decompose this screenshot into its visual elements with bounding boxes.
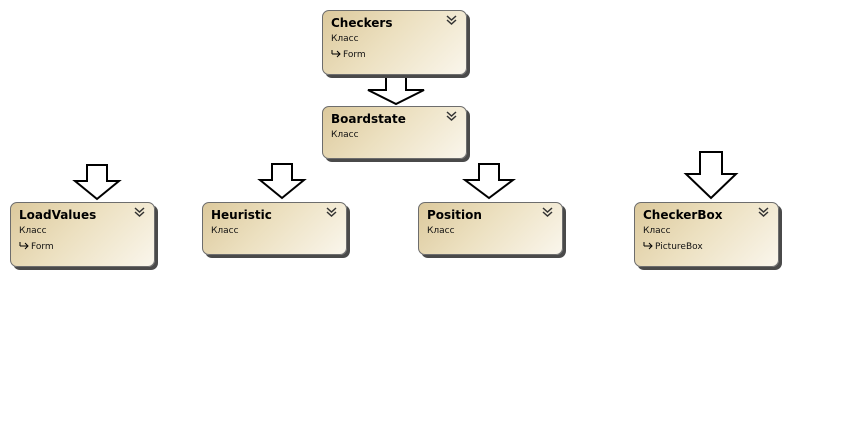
class-shape-heuristic[interactable]: Heuristic Класс: [202, 202, 347, 255]
class-name: Position: [427, 208, 482, 222]
class-name: CheckerBox: [643, 208, 723, 222]
base-class: Form: [19, 241, 54, 252]
collapse-chevron-icon[interactable]: [446, 14, 457, 26]
class-stereotype: Класс: [643, 226, 671, 236]
class-name: Boardstate: [331, 112, 406, 126]
class-shape-checkerbox[interactable]: CheckerBox Класс PictureBox: [634, 202, 779, 267]
class-name: Checkers: [331, 16, 393, 30]
class-stereotype: Класс: [427, 226, 455, 236]
class-shape-checkers[interactable]: Checkers Класс Form: [322, 10, 467, 75]
collapse-chevron-icon[interactable]: [134, 206, 145, 218]
arrow-heuristic: [257, 163, 307, 200]
collapse-chevron-icon[interactable]: [758, 206, 769, 218]
arrow-position: [462, 163, 516, 200]
class-stereotype: Класс: [331, 130, 359, 140]
class-stereotype: Класс: [211, 226, 239, 236]
arrow-checkerbox: [683, 151, 739, 200]
base-class-name: Form: [31, 242, 54, 252]
arrow-checkers-boardstate: [367, 76, 425, 106]
base-class-name: PictureBox: [655, 242, 703, 252]
class-shape-position[interactable]: Position Класс: [418, 202, 563, 255]
inheritance-arrow-icon: [643, 242, 653, 250]
class-shape-boardstate[interactable]: Boardstate Класс: [322, 106, 467, 159]
inheritance-arrow-icon: [331, 50, 341, 58]
arrow-loadvalues: [72, 164, 122, 201]
base-class: PictureBox: [643, 241, 703, 252]
base-class: Form: [331, 49, 366, 60]
class-name: LoadValues: [19, 208, 97, 222]
collapse-chevron-icon[interactable]: [326, 206, 337, 218]
class-shape-loadvalues[interactable]: LoadValues Класс Form: [10, 202, 155, 267]
base-class-name: Form: [343, 50, 366, 60]
class-stereotype: Класс: [331, 34, 359, 44]
collapse-chevron-icon[interactable]: [542, 206, 553, 218]
collapse-chevron-icon[interactable]: [446, 110, 457, 122]
inheritance-arrow-icon: [19, 242, 29, 250]
class-stereotype: Класс: [19, 226, 47, 236]
class-name: Heuristic: [211, 208, 272, 222]
